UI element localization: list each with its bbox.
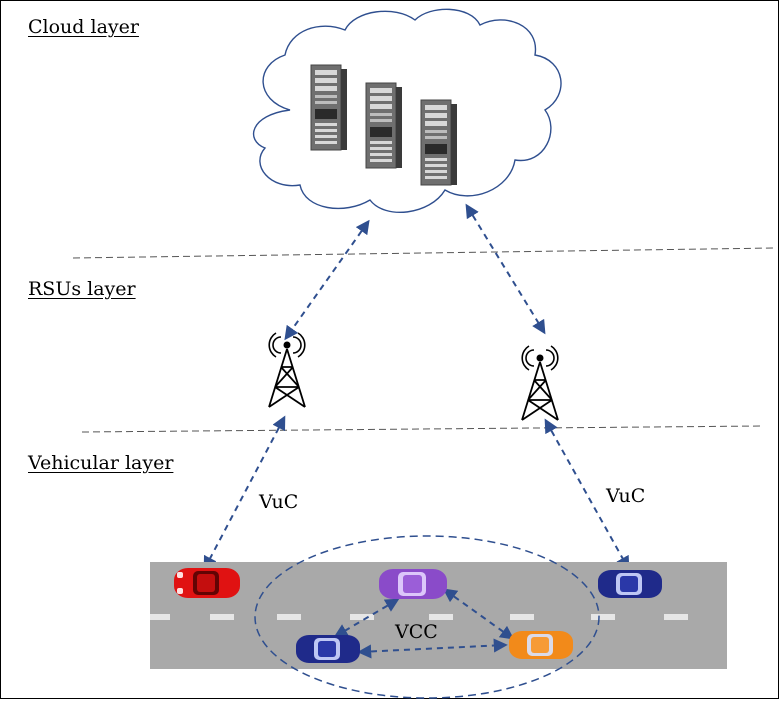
car-icon-blue-cluster xyxy=(296,635,360,663)
server-icon xyxy=(310,64,348,151)
cell-tower-icon xyxy=(521,345,559,421)
server-icon xyxy=(365,82,403,169)
car-icon-purple xyxy=(379,569,447,599)
layer-separator-cloud-rsu xyxy=(72,247,776,259)
cloud-rsu-link-left xyxy=(284,219,370,341)
cloud-shape xyxy=(252,8,562,214)
vcc-cluster-boundary xyxy=(254,535,600,699)
car-icon-red xyxy=(174,568,240,598)
vcc-link-purple-orange xyxy=(442,588,515,640)
vcc-link-purple-blue xyxy=(333,598,400,638)
cell-tower-icon xyxy=(268,332,306,408)
vuc-label-right: VuC xyxy=(606,485,646,507)
car-icon-blue-right xyxy=(598,570,662,598)
cloud-rsu-link-right xyxy=(465,203,546,335)
server-icon xyxy=(420,99,458,186)
vcc-link-blue-orange xyxy=(357,638,508,659)
cloud-layer-label: Cloud layer xyxy=(28,16,139,38)
layer-separator-rsu-vehicular xyxy=(81,425,763,433)
vuc-label-left: VuC xyxy=(259,491,299,513)
vehicular-layer-label: Vehicular layer xyxy=(28,452,174,474)
vcc-label: VCC xyxy=(395,621,438,643)
car-icon-orange xyxy=(509,631,573,659)
rsu-layer-label: RSUs layer xyxy=(28,278,136,300)
